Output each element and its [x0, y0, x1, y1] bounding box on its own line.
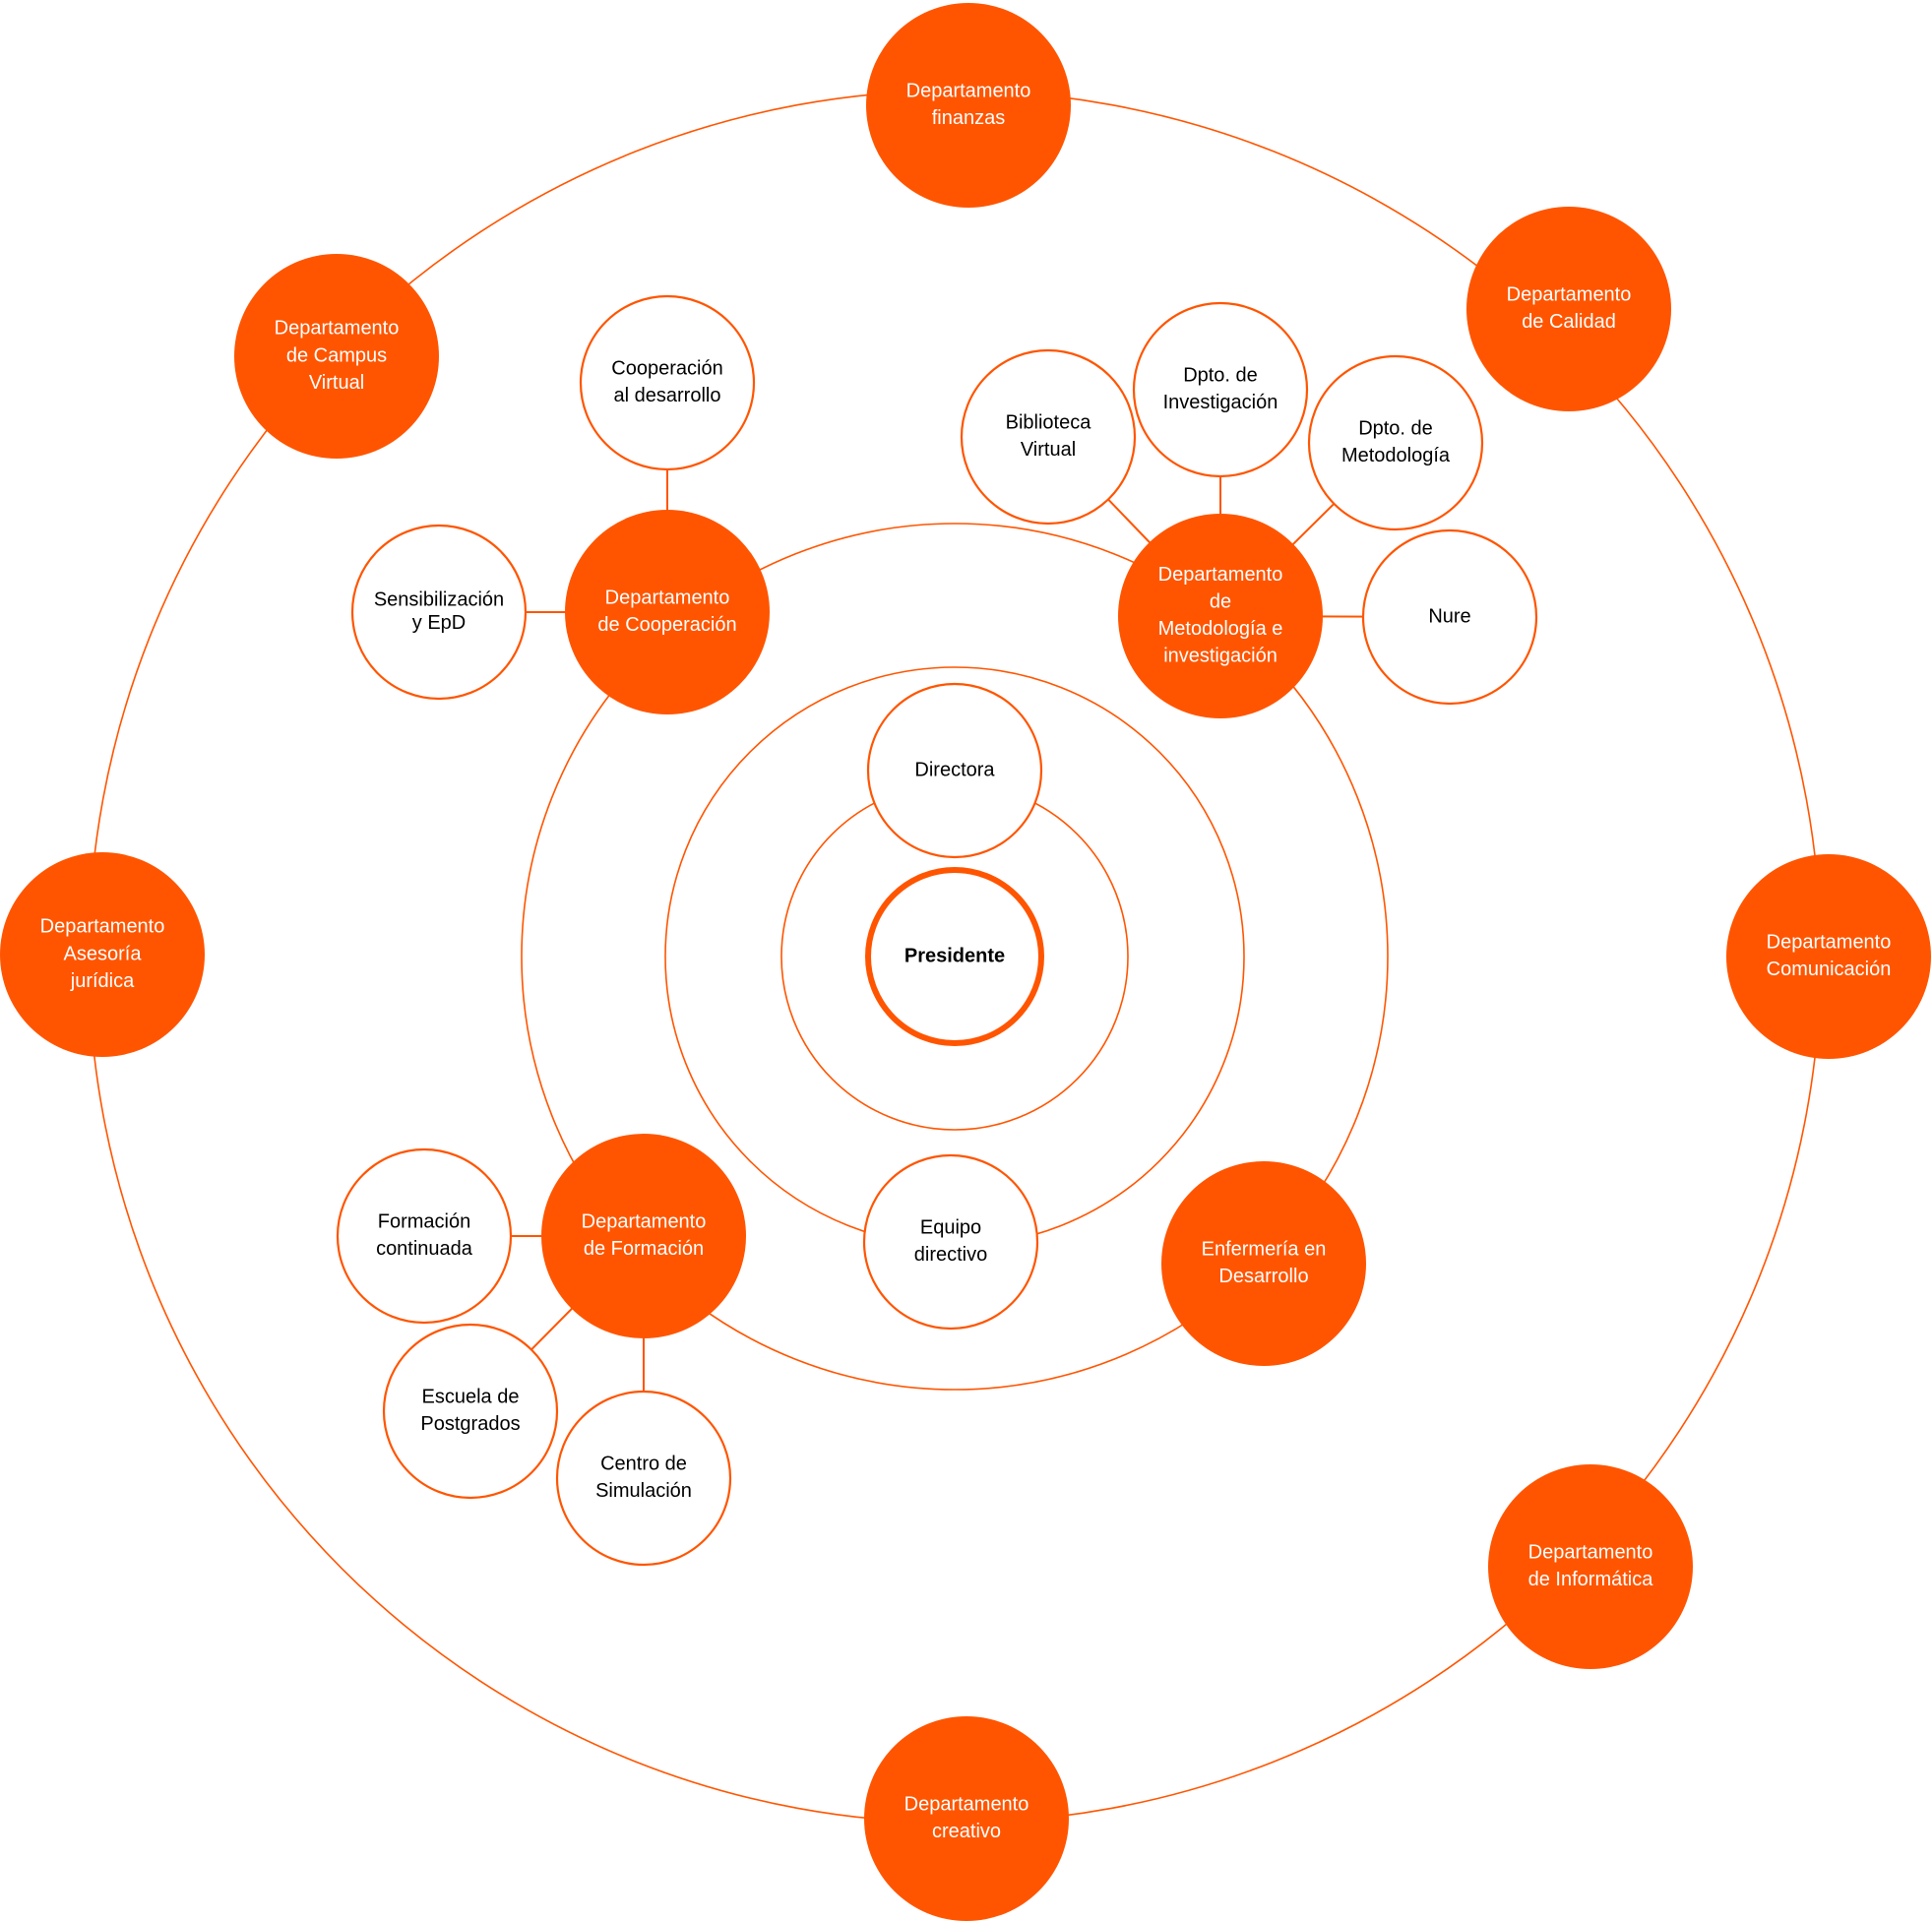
node-circle [1132, 301, 1309, 478]
node-label-line: continuada [376, 1238, 473, 1260]
node-dep-formacion: Departamento de Formación [541, 1134, 746, 1338]
node-label-line: Enfermería en [1202, 1238, 1327, 1260]
node-circle [555, 1390, 732, 1567]
node-label-line: al desarrollo [614, 385, 721, 406]
node-label-line: Metodología [1341, 445, 1451, 466]
node-circle [541, 1134, 746, 1338]
node-dep-finanzas: Departamento finanzas [866, 3, 1071, 208]
node-label-line: Comunicación [1767, 959, 1892, 980]
node-nure: Nure [1361, 528, 1538, 706]
node-label-line: de Informática [1528, 1569, 1654, 1590]
node-label-line: directivo [914, 1244, 987, 1266]
node-directora: Directora [866, 682, 1043, 859]
node-dep-informatica: Departamento de Informática [1488, 1464, 1693, 1669]
node-label-line: Departamento [582, 1210, 707, 1232]
node-escuela-postgrados: Escuela de Postgrados [382, 1323, 559, 1500]
node-label-line: de Calidad [1522, 311, 1616, 333]
node-label-line: de Campus [286, 344, 387, 366]
node-cooperacion-desarrollo: Cooperación al desarrollo [579, 294, 756, 471]
node-label-line: de Cooperación [597, 614, 736, 636]
node-label-line: Metodología e [1158, 618, 1283, 640]
node-label-line: Departamento [40, 916, 165, 938]
node-circle [1118, 514, 1323, 718]
node-dep-calidad: Departamento de Calidad [1466, 207, 1671, 411]
node-circle [336, 1147, 513, 1325]
middle-ring [521, 523, 1389, 1391]
node-label-line: Departamento [1528, 1541, 1653, 1563]
node-label-line: Postgrados [420, 1413, 520, 1435]
node-label-line: Presidente [904, 945, 1005, 966]
node-label-line: Centro de [600, 1453, 687, 1474]
node-circle [1726, 854, 1931, 1059]
node-circle [866, 682, 1043, 859]
node-label-line: Departamento [605, 587, 730, 608]
node-dep-creativo: Departamento creativo [864, 1716, 1069, 1921]
node-label-line: Equipo [920, 1216, 981, 1238]
node-circle [1488, 1464, 1693, 1669]
node-presidente: Presidente [865, 867, 1044, 1046]
node-label-line: Dpto. de [1183, 364, 1258, 386]
node-label-line: Escuela de [422, 1386, 520, 1407]
node-circle [382, 1323, 559, 1500]
node-label-line: Departamento [904, 1793, 1029, 1815]
node-label-line: Virtual [309, 372, 364, 394]
node-label-line: jurídica [70, 970, 135, 992]
node-formacion-continuada: Formación continuada [336, 1147, 513, 1325]
node-label-line: Formación [378, 1210, 470, 1232]
node-circle [864, 1716, 1069, 1921]
node-label-line: Departamento [906, 80, 1031, 101]
node-label-line: Desarrollo [1218, 1266, 1308, 1287]
node-label-line: Investigación [1163, 392, 1278, 413]
node-label-line: Departamento [275, 318, 400, 340]
node-circle [1361, 528, 1538, 706]
node-circle [579, 294, 756, 471]
node-dep-cooperacion: Departamento de Cooperación [565, 510, 770, 714]
node-circle [865, 867, 1044, 1046]
node-label-line: Virtual [1021, 439, 1076, 461]
node-label-line: y EpD [412, 612, 466, 634]
node-label-line: investigación [1163, 646, 1278, 667]
node-circle [862, 1153, 1039, 1331]
node-equipo-directivo: Equipo directivo [862, 1153, 1039, 1331]
node-label-line: Nure [1428, 605, 1470, 627]
node-label-line: Departamento [1507, 283, 1632, 305]
node-label-line: Dpto. de [1358, 417, 1433, 439]
node-label-line: finanzas [932, 107, 1006, 129]
node-centro-simulacion: Centro de Simulación [555, 1390, 732, 1567]
node-label-line: de [1210, 590, 1231, 612]
node-circle [0, 852, 205, 1057]
node-label-line: Sensibilización [374, 589, 504, 611]
node-label-line: Biblioteca [1006, 411, 1092, 433]
node-circle [350, 524, 528, 701]
node-circle [960, 348, 1137, 526]
node-dpto-investigacion: Dpto. de Investigación [1132, 301, 1309, 478]
node-label-line: Simulación [595, 1480, 692, 1502]
node-circle [1307, 354, 1484, 531]
node-label-line: Directora [914, 759, 995, 780]
node-enfermeria-desarrollo: Enfermería en Desarrollo [1161, 1161, 1366, 1366]
node-label-line: de Formación [584, 1238, 704, 1260]
node-label-line: creativo [932, 1821, 1001, 1842]
node-dpto-metodologia: Dpto. de Metodología [1307, 354, 1484, 531]
node-circle [1466, 207, 1671, 411]
node-circle [234, 254, 439, 459]
org-nodes: PresidenteDirectoraEquipodirectivoDepart… [0, 3, 1931, 1921]
node-label-line: Departamento [1767, 931, 1892, 953]
node-circle [565, 510, 770, 714]
node-circle [1161, 1161, 1366, 1366]
node-label-line: Departamento [1158, 564, 1283, 586]
node-circle [866, 3, 1071, 208]
node-label-line: Cooperación [611, 357, 722, 379]
node-label-line: Asesoría [64, 943, 143, 964]
